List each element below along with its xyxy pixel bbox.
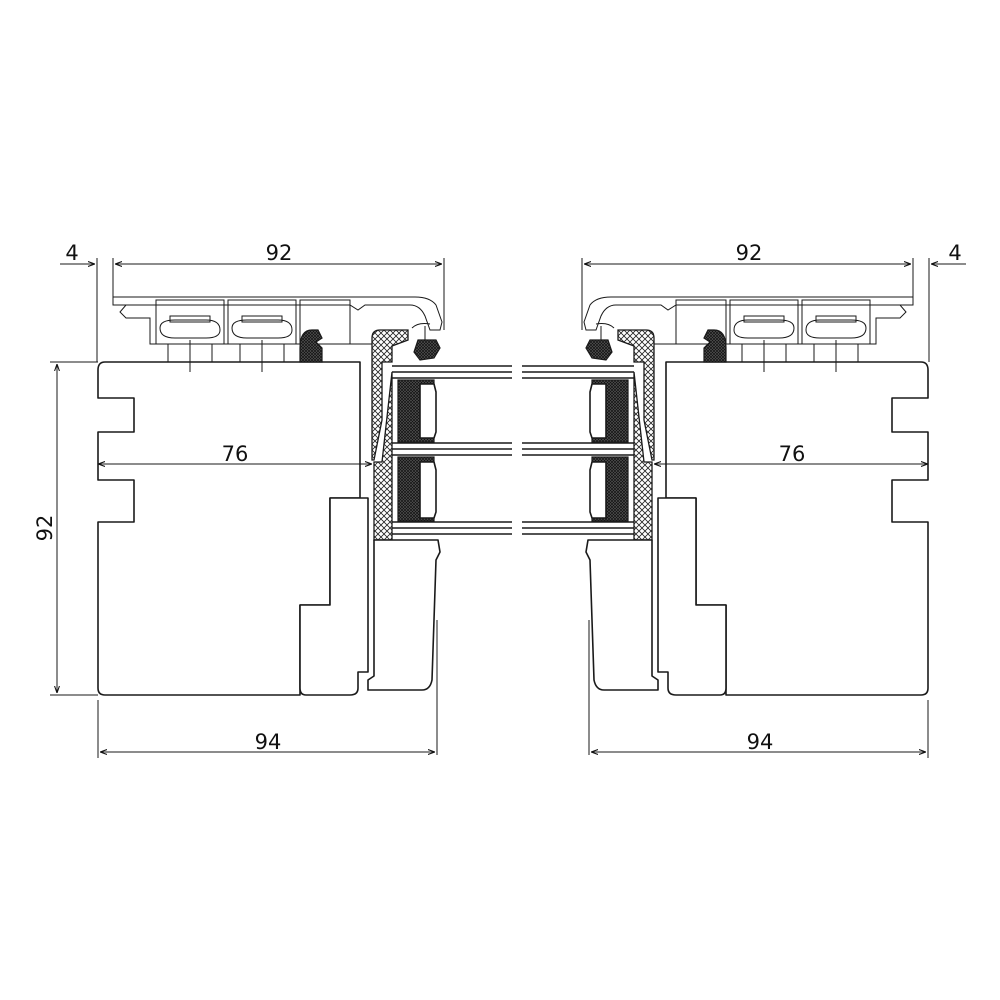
left-gasket bbox=[299, 329, 323, 363]
right-profile-section bbox=[522, 258, 966, 758]
left-timber-inner-part bbox=[299, 497, 369, 696]
left-glazing-unit bbox=[392, 365, 512, 535]
left-top-width-dimension: 92 bbox=[266, 241, 293, 265]
right-top-width-dimension: 92 bbox=[736, 241, 763, 265]
left-clip-chamber-3 bbox=[299, 299, 351, 345]
left-wedge-gasket bbox=[413, 339, 441, 361]
right-clip-chamber-3 bbox=[675, 299, 727, 345]
left-height-dimension: 92 bbox=[33, 515, 57, 542]
left-cap-lip bbox=[112, 297, 126, 306]
left-screw-2 bbox=[231, 315, 293, 372]
right-glazing-seal bbox=[633, 371, 653, 541]
right-bottom-width-dimension: 94 bbox=[747, 730, 774, 754]
right-timber-inner-part bbox=[657, 497, 727, 696]
left-glazing-seal bbox=[373, 371, 393, 541]
left-inner-width-dimension: 76 bbox=[222, 442, 249, 466]
left-aluminium-cap bbox=[113, 296, 443, 345]
right-glazing-unit bbox=[522, 365, 634, 535]
left-timber-frame bbox=[97, 361, 361, 696]
right-overhang-dimension: 4 bbox=[948, 241, 961, 265]
right-bottom-seal-profile bbox=[585, 539, 659, 691]
left-bottom-width-dimension: 94 bbox=[255, 730, 282, 754]
right-screw-1 bbox=[805, 315, 867, 372]
right-glazing-bead bbox=[617, 329, 655, 461]
right-inner-width-dimension: 76 bbox=[779, 442, 806, 466]
left-glazing-bead bbox=[371, 329, 409, 461]
right-wedge-gasket bbox=[585, 339, 613, 361]
left-profile-section: 4 92 76 92 94 bbox=[33, 241, 512, 758]
left-clip-hook bbox=[411, 323, 431, 340]
right-timber-frame bbox=[665, 361, 929, 696]
right-screw-2 bbox=[733, 315, 795, 372]
right-gasket bbox=[703, 329, 727, 363]
right-aluminium-cap bbox=[583, 296, 913, 345]
left-overhang-dimension: 4 bbox=[65, 241, 78, 265]
left-bottom-seal-profile bbox=[367, 539, 441, 691]
left-screw-1 bbox=[159, 315, 221, 372]
